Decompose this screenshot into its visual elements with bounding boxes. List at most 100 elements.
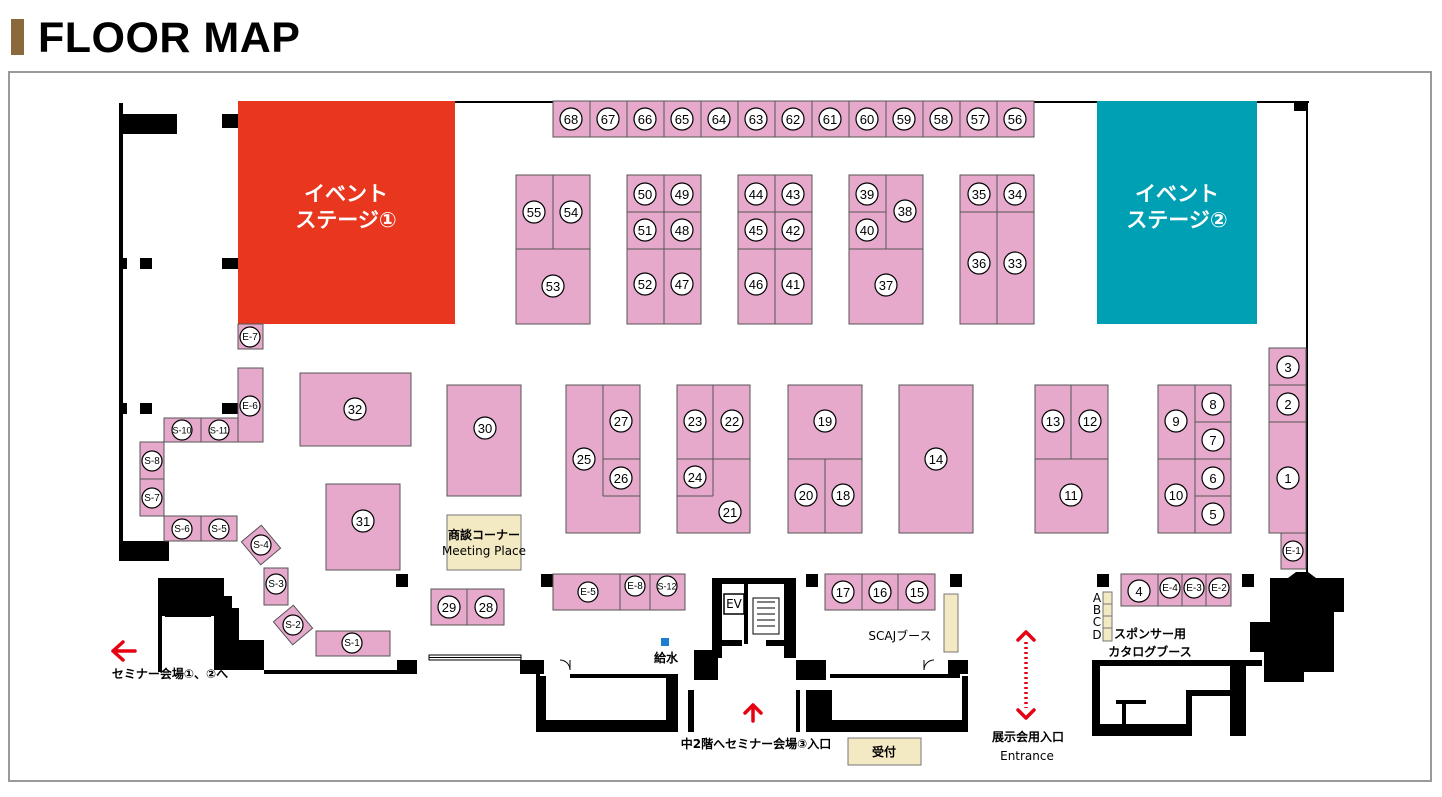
booth-s11[interactable]: S-11	[208, 419, 230, 441]
booth-b12[interactable]: 12	[1078, 409, 1102, 433]
booth-b45[interactable]: 45	[744, 218, 768, 242]
booth-b18[interactable]: 18	[831, 483, 855, 507]
booth-s7[interactable]: S-7	[141, 487, 163, 509]
booth-b7[interactable]: 7	[1201, 428, 1225, 452]
booth-b60[interactable]: 60	[855, 107, 879, 131]
entrance[interactable]: 展示会用入口 Entrance	[992, 630, 1064, 763]
booth-b5[interactable]: 5	[1201, 502, 1225, 526]
booth-b59[interactable]: 59	[892, 107, 916, 131]
booth-b43[interactable]: 43	[781, 182, 805, 206]
booth-b41[interactable]: 41	[781, 272, 805, 296]
booth-b10[interactable]: 10	[1164, 483, 1188, 507]
booth-b55[interactable]: 55	[522, 200, 546, 224]
booth-s2[interactable]: S-2	[282, 614, 304, 636]
booth-b6[interactable]: 6	[1201, 466, 1225, 490]
booth-b67[interactable]: 67	[596, 107, 620, 131]
booth-s3[interactable]: S-3	[265, 573, 287, 595]
booth-b15[interactable]: 15	[905, 580, 929, 604]
scaj-booth[interactable]: SCAJブース	[868, 593, 959, 653]
booth-b19[interactable]: 19	[813, 409, 837, 433]
seminar-3-direction[interactable]: 中2階へセミナー会場③入口	[681, 703, 832, 751]
booth-badge	[208, 419, 230, 441]
booth-b20[interactable]: 20	[794, 483, 818, 507]
booth-e3[interactable]: E-3	[1183, 577, 1205, 599]
booth-b4[interactable]: 4	[1127, 579, 1151, 603]
booth-b32[interactable]: 32	[343, 397, 367, 421]
booth-s10[interactable]: S-10	[171, 419, 193, 441]
booth-b8[interactable]: 8	[1201, 392, 1225, 416]
booth-e8[interactable]: E-8	[624, 575, 646, 597]
booth-b64[interactable]: 64	[707, 107, 731, 131]
booth-b21[interactable]: 21	[718, 500, 742, 524]
catalog-booth[interactable]: A B C D スポンサー用 カタログブース	[1092, 591, 1191, 659]
booth-s1[interactable]: S-1	[341, 632, 363, 654]
booth-b34[interactable]: 34	[1003, 182, 1027, 206]
booth-b39[interactable]: 39	[855, 182, 879, 206]
booth-b37[interactable]: 37	[874, 273, 898, 297]
booth-b9[interactable]: 9	[1164, 409, 1188, 433]
booth-b27[interactable]: 27	[609, 409, 633, 433]
booth-b44[interactable]: 44	[744, 182, 768, 206]
booth-e7[interactable]: E-7	[239, 326, 261, 348]
booth-s5[interactable]: S-5	[208, 518, 230, 540]
booth-s4[interactable]: S-4	[250, 534, 272, 556]
booth-b68[interactable]: 68	[559, 107, 583, 131]
booth-b29[interactable]: 29	[437, 595, 461, 619]
booth-b50[interactable]: 50	[633, 182, 657, 206]
booth-b33[interactable]: 33	[1003, 251, 1027, 275]
booth-e6[interactable]: E-6	[239, 395, 261, 417]
booth-b42[interactable]: 42	[781, 218, 805, 242]
booth-b40[interactable]: 40	[855, 218, 879, 242]
booth-b61[interactable]: 61	[818, 107, 842, 131]
booth-b2[interactable]: 2	[1276, 392, 1300, 416]
booth-e4[interactable]: E-4	[1159, 577, 1181, 599]
booth-b48[interactable]: 48	[670, 218, 694, 242]
booth-b14[interactable]: 14	[924, 447, 948, 471]
booth-b24[interactable]: 24	[683, 465, 707, 489]
booth-b51[interactable]: 51	[633, 218, 657, 242]
booth-b22[interactable]: 22	[720, 409, 744, 433]
booth-b28[interactable]: 28	[474, 595, 498, 619]
booth-b38[interactable]: 38	[893, 199, 917, 223]
booth-b30[interactable]: 30	[473, 416, 497, 440]
booth-b1[interactable]: 1	[1276, 466, 1300, 490]
booth-e1[interactable]: E-1	[1282, 540, 1304, 562]
booth-b53[interactable]: 53	[541, 274, 565, 298]
booth-b57[interactable]: 57	[966, 107, 990, 131]
booth-s12[interactable]: S-12	[656, 575, 678, 597]
booth-b23[interactable]: 23	[683, 409, 707, 433]
booth-badge	[744, 218, 768, 242]
booth-b52[interactable]: 52	[633, 272, 657, 296]
event-stage-2[interactable]: イベント ステージ②	[1097, 101, 1257, 324]
booth-b47[interactable]: 47	[670, 272, 694, 296]
booth-number: 18	[836, 488, 850, 503]
booth-b46[interactable]: 46	[744, 272, 768, 296]
booth-s6[interactable]: S-6	[171, 518, 193, 540]
booth-b3[interactable]: 3	[1276, 355, 1300, 379]
booth-b31[interactable]: 31	[351, 509, 375, 533]
booth-b13[interactable]: 13	[1041, 409, 1065, 433]
event-stage-1[interactable]: イベント ステージ①	[238, 101, 455, 324]
booth-b63[interactable]: 63	[744, 107, 768, 131]
booth-e5[interactable]: E-5	[577, 581, 599, 603]
booth-b62[interactable]: 62	[781, 107, 805, 131]
booth-b11[interactable]: 11	[1059, 483, 1083, 507]
booth-b65[interactable]: 65	[670, 107, 694, 131]
reception[interactable]: 受付	[847, 737, 922, 766]
booth-b17[interactable]: 17	[831, 580, 855, 604]
booth-s8[interactable]: S-8	[141, 450, 163, 472]
meeting-place[interactable]: 商談コーナー Meeting Place	[442, 514, 526, 571]
booth-b26[interactable]: 26	[609, 466, 633, 490]
booth-b36[interactable]: 36	[967, 251, 991, 275]
booth-b49[interactable]: 49	[670, 182, 694, 206]
booth-b25[interactable]: 25	[572, 447, 596, 471]
booth-b35[interactable]: 35	[967, 182, 991, 206]
booth-b56[interactable]: 56	[1003, 107, 1027, 131]
booth-badge	[892, 107, 916, 131]
seminar-12-direction[interactable]: セミナー会場①、②へ	[111, 640, 228, 681]
booth-b16[interactable]: 16	[868, 580, 892, 604]
booth-b58[interactable]: 58	[929, 107, 953, 131]
booth-b66[interactable]: 66	[633, 107, 657, 131]
booth-b54[interactable]: 54	[559, 200, 583, 224]
booth-e2[interactable]: E-2	[1208, 577, 1230, 599]
